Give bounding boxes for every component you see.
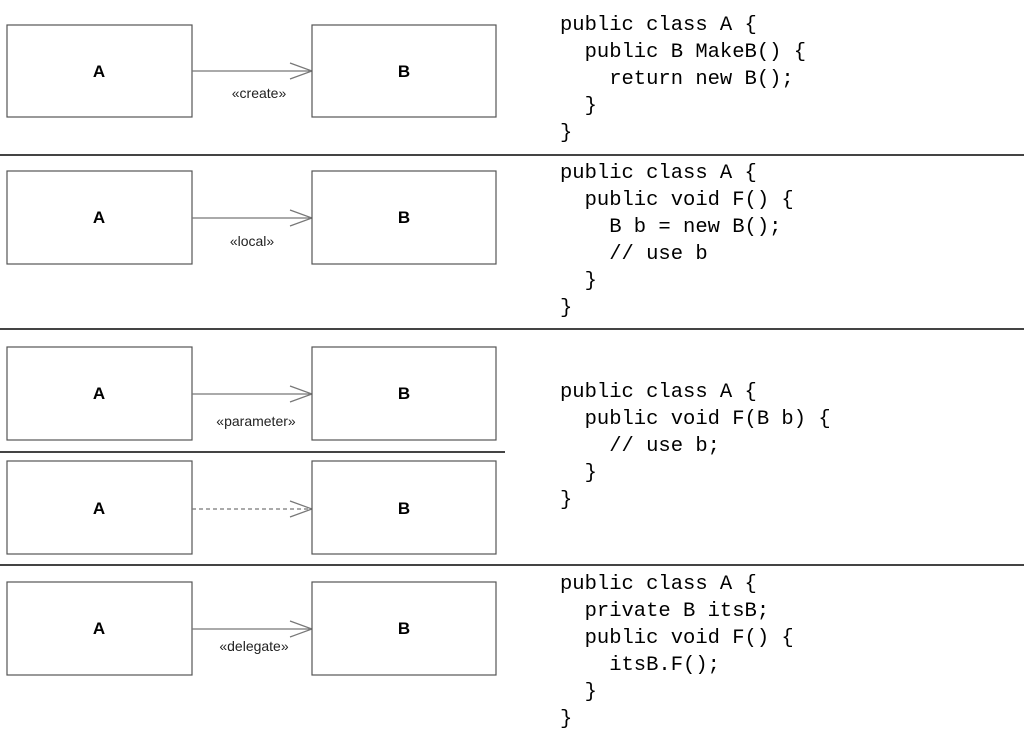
class-name-a: A	[93, 62, 105, 81]
class-box-a	[6, 346, 193, 441]
class-box-a	[6, 170, 193, 265]
code-line: itsB.F();	[560, 654, 720, 677]
class-name-b: B	[398, 499, 410, 518]
code-line: public class A {	[560, 573, 757, 596]
code-line: }	[560, 681, 597, 704]
code-line: }	[560, 489, 572, 512]
class-name-b: B	[398, 208, 410, 227]
code-listing: public class A { public void F() { B b =…	[560, 162, 794, 320]
row-delegate: A «delegate» B public class A { private …	[6, 573, 794, 731]
class-name-a: A	[93, 208, 105, 227]
code-line: }	[560, 95, 597, 118]
class-box-a	[6, 581, 193, 676]
class-box-b	[311, 581, 497, 676]
stereotype-label: «create»	[232, 85, 287, 101]
code-line: public class A {	[560, 14, 757, 37]
row-local: A «local» B public class A { public void…	[6, 162, 794, 320]
row-parameter: A «parameter» B A B public class A { pub…	[0, 346, 831, 555]
code-line: public void F() {	[560, 189, 794, 212]
code-line: }	[560, 270, 597, 293]
code-line: public class A {	[560, 381, 757, 404]
code-line: return new B();	[560, 68, 794, 91]
row-create: A «create» B public class A { public B M…	[6, 14, 806, 145]
class-box-b	[311, 460, 497, 555]
code-line: }	[560, 297, 572, 320]
code-line: }	[560, 462, 597, 485]
class-box-b	[311, 170, 497, 265]
code-listing: public class A { public B MakeB() { retu…	[560, 14, 806, 145]
class-name-b: B	[398, 619, 410, 638]
class-name-a: A	[93, 619, 105, 638]
code-line: public B MakeB() {	[560, 41, 806, 64]
code-line: // use b	[560, 243, 708, 266]
stereotype-label: «delegate»	[219, 638, 289, 654]
class-name-a: A	[93, 384, 105, 403]
class-box-b	[311, 24, 497, 118]
code-line: private B itsB;	[560, 600, 769, 623]
class-name-b: B	[398, 384, 410, 403]
code-line: }	[560, 122, 572, 145]
class-box-a	[6, 460, 193, 555]
class-box-a	[6, 24, 193, 118]
class-name-a: A	[93, 499, 105, 518]
code-line: }	[560, 708, 572, 731]
code-line: public void F(B b) {	[560, 408, 831, 431]
class-name-b: B	[398, 62, 410, 81]
class-box-b	[311, 346, 497, 441]
code-line: public class A {	[560, 162, 757, 185]
code-line: public void F() {	[560, 627, 794, 650]
code-listing: public class A { private B itsB; public …	[560, 573, 794, 731]
code-listing: public class A { public void F(B b) { //…	[560, 381, 831, 512]
stereotype-label: «local»	[230, 233, 275, 249]
stereotype-label: «parameter»	[216, 413, 296, 429]
code-line: // use b;	[560, 435, 720, 458]
code-line: B b = new B();	[560, 216, 781, 239]
